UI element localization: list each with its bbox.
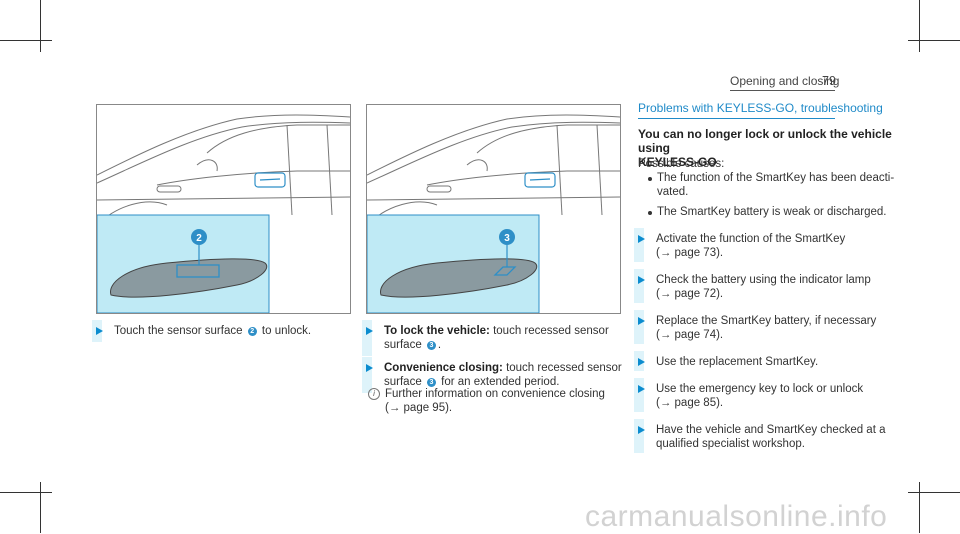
header-rule bbox=[730, 90, 835, 91]
bullet bbox=[648, 177, 652, 181]
step-arrow-icon bbox=[96, 327, 103, 335]
step-arrow-icon bbox=[638, 385, 645, 393]
crop-mark bbox=[908, 40, 960, 41]
step-marker-bar bbox=[362, 357, 372, 393]
step-text: surface bbox=[384, 376, 422, 388]
figure-door-handle-lock: 3 bbox=[366, 104, 621, 314]
callout-badge: 3 bbox=[426, 341, 436, 350]
step-marker-bar bbox=[634, 310, 644, 344]
figure-door-handle-unlock: 2 bbox=[96, 104, 351, 314]
step-text: touch recessed sensor bbox=[506, 362, 622, 374]
step-arrow-icon bbox=[638, 317, 645, 325]
crop-mark bbox=[919, 482, 920, 533]
step-marker-bar bbox=[634, 419, 644, 453]
step-text: for an extended period. bbox=[441, 376, 560, 388]
step-label: To lock the vehicle: bbox=[384, 325, 490, 337]
step-arrow-icon bbox=[638, 276, 645, 284]
step-arrow-icon bbox=[638, 358, 645, 366]
running-header-title: Opening and closing bbox=[730, 74, 840, 88]
step-text: Touch the sensor surface bbox=[114, 325, 243, 337]
section-title: Problems with KEYLESS-GO, troubleshootin… bbox=[638, 101, 883, 115]
problem-title: You can no longer lock or unlock the veh… bbox=[638, 127, 892, 169]
step-label: Convenience closing: bbox=[384, 362, 503, 374]
crop-mark bbox=[908, 492, 960, 493]
figure-callout-3: 3 bbox=[504, 233, 510, 244]
crop-mark bbox=[40, 0, 41, 52]
section-title-rule bbox=[638, 118, 835, 119]
step-marker-bar bbox=[362, 320, 372, 356]
bullet bbox=[648, 211, 652, 215]
step-arrow-icon bbox=[638, 235, 645, 243]
step-text: to unlock. bbox=[261, 325, 312, 337]
info-icon: i bbox=[368, 388, 380, 400]
car-side-illustration: 3 bbox=[367, 114, 620, 313]
crop-mark bbox=[40, 482, 41, 533]
step-arrow-icon bbox=[366, 327, 373, 335]
crop-mark bbox=[919, 0, 920, 52]
step-arrow-icon bbox=[366, 364, 373, 372]
step-arrow-icon bbox=[638, 426, 645, 434]
page-number: 79 bbox=[822, 74, 836, 88]
cause-item: The SmartKey battery is weak or discharg… bbox=[657, 206, 887, 218]
callout-badge: 2 bbox=[247, 327, 257, 336]
step-text: surface bbox=[384, 339, 422, 351]
step-marker-bar bbox=[634, 228, 644, 262]
callout-badge: 3 bbox=[426, 378, 436, 387]
figure-callout-2: 2 bbox=[196, 233, 202, 244]
causes-label: Possible causes: bbox=[638, 158, 725, 170]
car-side-illustration: 2 bbox=[97, 114, 350, 313]
watermark: carmanualsonline.info bbox=[585, 500, 888, 533]
step-text: touch recessed sensor bbox=[493, 325, 609, 337]
crop-mark bbox=[0, 492, 52, 493]
crop-mark bbox=[0, 40, 52, 41]
info-note: Further information on convenience closi… bbox=[385, 388, 605, 414]
cause-item: The function of the SmartKey has been de… bbox=[657, 172, 895, 198]
step-marker-bar bbox=[634, 269, 644, 303]
step-marker-bar bbox=[634, 378, 644, 412]
